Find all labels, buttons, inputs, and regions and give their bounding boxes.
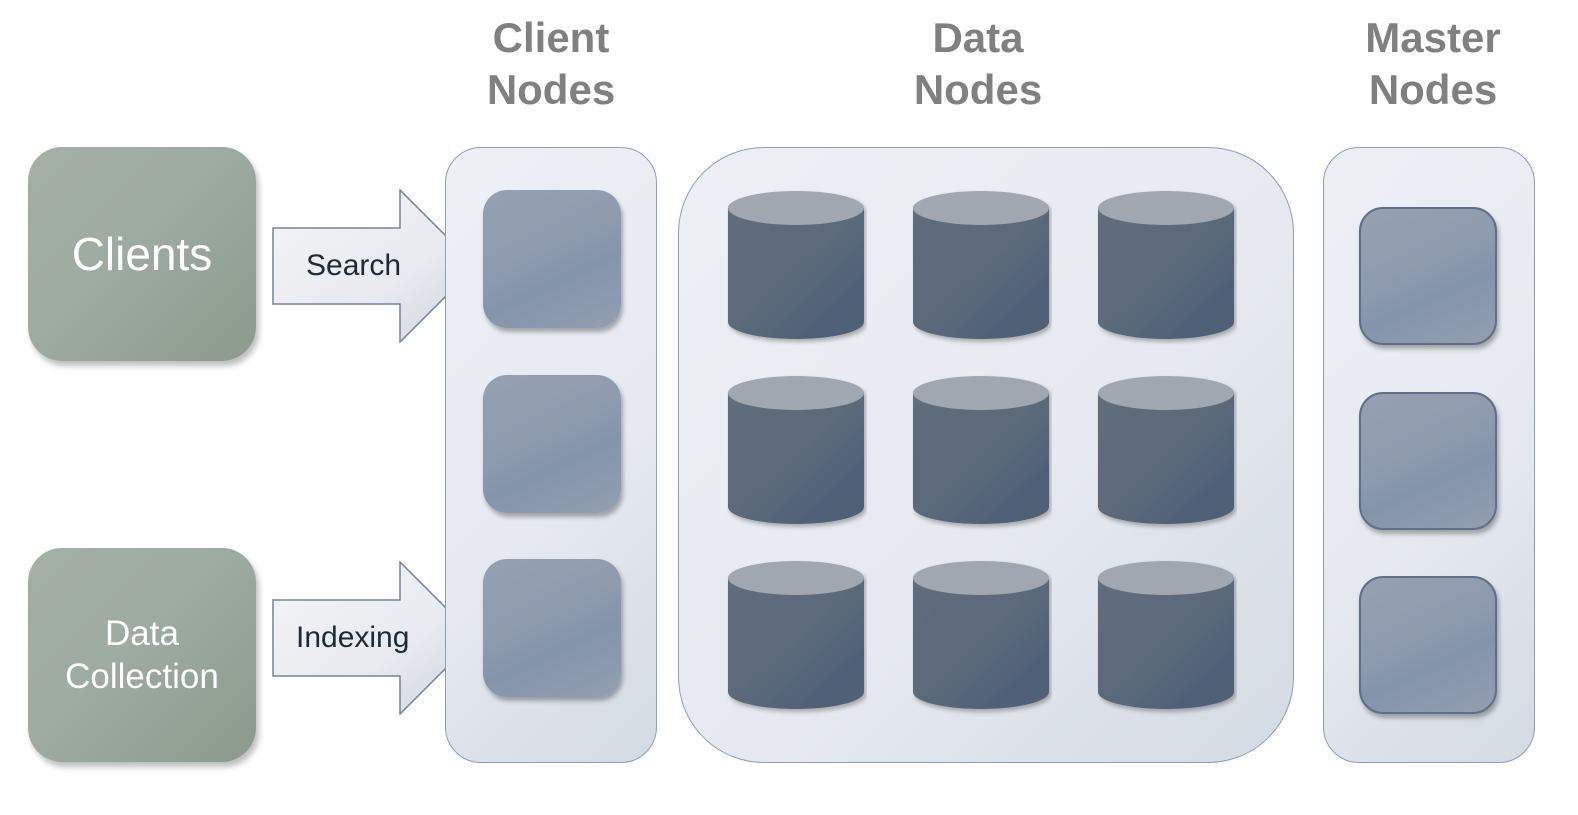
- search-label: Search: [306, 249, 402, 282]
- master-nodes-heading-line2: Nodes: [1368, 66, 1498, 113]
- indexing-arrow: Indexing: [272, 561, 478, 715]
- data-node-cylinder-4: [727, 375, 867, 531]
- data-node-cylinder-3: [1097, 190, 1237, 346]
- master-node-2: [1359, 392, 1497, 530]
- data-collection-label-line1: Data: [105, 614, 179, 653]
- master-node-1: [1359, 207, 1497, 345]
- data-node-cylinder-6: [1097, 375, 1237, 531]
- data-collection-box: Data Collection: [28, 548, 256, 762]
- data-collection-label-line2: Collection: [65, 657, 219, 696]
- client-node-3: [483, 559, 621, 697]
- data-node-cylinder-1: [727, 190, 867, 346]
- data-nodes-heading: Data Nodes: [868, 12, 1088, 116]
- master-nodes-heading-line1: Master: [1365, 14, 1501, 61]
- indexing-label: Indexing: [296, 621, 410, 654]
- clients-label: Clients: [71, 228, 213, 280]
- clients-box: Clients: [28, 147, 256, 361]
- data-node-cylinder-7: [727, 560, 867, 716]
- search-arrow-shape: [272, 189, 478, 343]
- search-arrow: Search: [272, 189, 478, 343]
- data-node-cylinder-5: [912, 375, 1052, 531]
- data-nodes-heading-line1: Data: [932, 14, 1024, 61]
- indexing-arrow-shape: [272, 561, 478, 715]
- data-node-cylinder-2: [912, 190, 1052, 346]
- client-nodes-heading-line2: Nodes: [486, 66, 616, 113]
- data-node-cylinder-8: [912, 560, 1052, 716]
- client-node-2: [483, 375, 621, 513]
- master-node-3: [1359, 576, 1497, 714]
- client-nodes-heading: Client Nodes: [441, 12, 661, 116]
- client-nodes-heading-line1: Client: [492, 14, 610, 61]
- client-node-1: [483, 190, 621, 328]
- data-node-cylinder-9: [1097, 560, 1237, 716]
- data-nodes-heading-line2: Nodes: [913, 66, 1043, 113]
- master-nodes-heading: Master Nodes: [1323, 12, 1543, 116]
